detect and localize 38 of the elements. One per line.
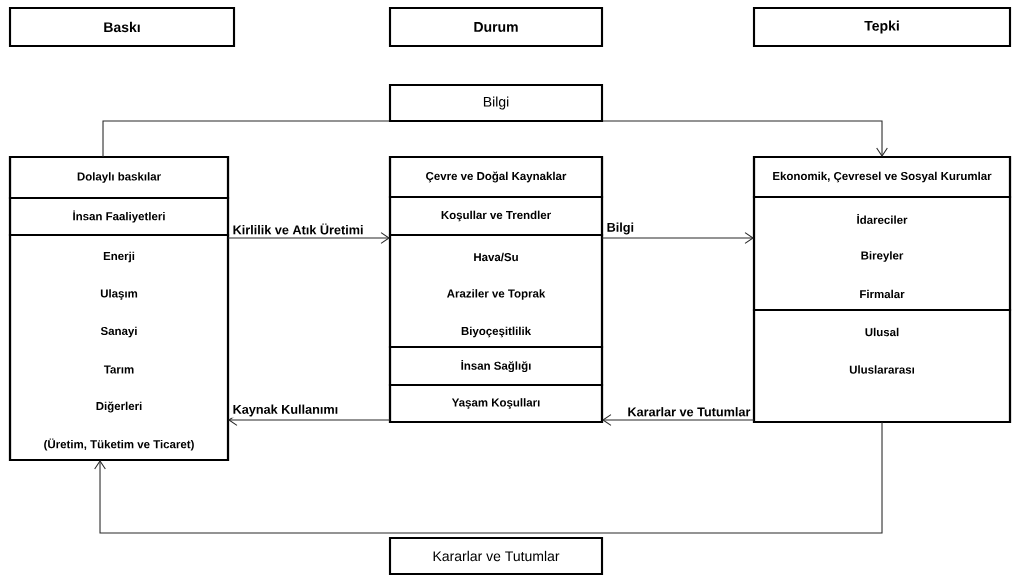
header-box: Durum <box>388 6 604 48</box>
section-box <box>752 308 1012 424</box>
list-item: Tarım <box>103 365 134 374</box>
arrow <box>94 421 883 534</box>
edge-label: Kaynak Kullanımı <box>231 403 340 418</box>
list-item: Firmalar <box>860 289 905 299</box>
list-item: (Üretim, Tüketim ve Ticaret) <box>44 438 194 451</box>
list-item: Sanayi <box>100 326 137 338</box>
header-box: Baskı <box>8 6 236 48</box>
edge-label: Kirlilik ve Atık Üretimi <box>231 222 365 236</box>
list-item: İdareciler <box>857 214 908 224</box>
list-item: Ulaşım <box>100 289 138 300</box>
section-box <box>8 233 230 462</box>
section-box: Dolaylı baskılar <box>8 155 230 200</box>
list-item: Hava/Su <box>474 252 518 262</box>
header-box: Tepki <box>752 6 1012 48</box>
list-item: Enerji <box>103 251 135 263</box>
label-box: Kararlar ve Tutumlar <box>388 536 604 576</box>
section-box <box>752 195 1012 312</box>
section-box: Çevre ve Doğal Kaynaklar <box>388 155 604 199</box>
section-box: İnsan Sağlığı <box>388 345 604 387</box>
section-box: Yaşam Koşulları <box>388 383 604 424</box>
section-box: İnsan Faaliyetleri <box>8 196 230 237</box>
arrow <box>601 232 754 244</box>
section-box: Ekonomik, Çevresel ve Sosyal Kurumlar <box>752 155 1012 199</box>
list-item: Diğerleri <box>96 401 142 413</box>
edge-label: Bilgi <box>605 221 636 236</box>
section-box: Koşullar ve Trendler <box>388 195 604 237</box>
edge-label: Kararlar ve Tutumlar <box>626 405 752 418</box>
list-item: Bireyler <box>861 251 904 262</box>
arrow <box>602 414 755 426</box>
list-item: Ulusal <box>865 327 899 337</box>
label-box: Bilgi <box>388 83 604 123</box>
list-item: Araziler ve Toprak <box>447 289 546 300</box>
list-item: Uluslararası <box>849 365 914 374</box>
section-box <box>388 233 604 349</box>
arrow <box>227 232 390 244</box>
list-item: Biyoçeşitlilik <box>461 326 532 338</box>
